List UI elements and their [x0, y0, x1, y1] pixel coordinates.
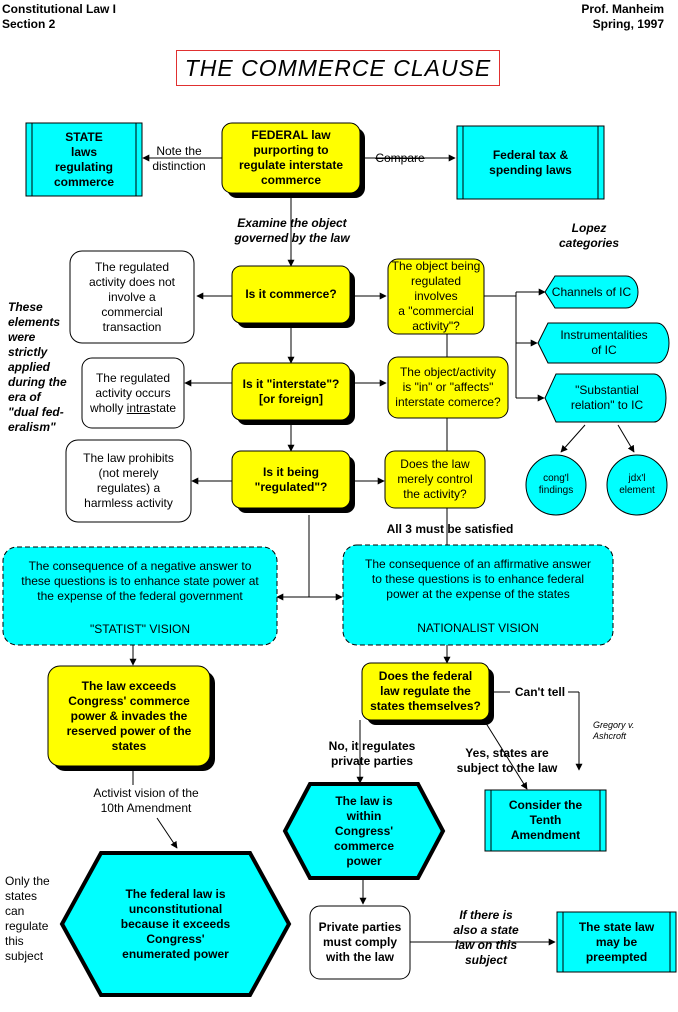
- not-commercial-box: [69, 250, 195, 344]
- in-or-affects-text: The object/activity is "in" or "affects"…: [395, 365, 501, 409]
- state-laws-text: STATE laws regulating commerce: [53, 129, 115, 189]
- merely-control-box: [384, 450, 486, 509]
- all-three-label: All 3 must be satisfied: [386, 521, 514, 536]
- tenth-text: Consider the Tenth Amendment: [508, 798, 583, 842]
- not-commercial-text: The regulated activity does not involve …: [88, 259, 176, 334]
- commercial-activity-box: [387, 258, 485, 335]
- arrow-to-element: [617, 424, 635, 453]
- regulate-states-box: [361, 662, 490, 721]
- within-power-text: The law is within Congress' commerce pow…: [333, 793, 395, 868]
- substantial-text: "Substantial relation" to IC: [570, 383, 644, 412]
- intrastate-text: The regulated activity occurs wholly int…: [82, 358, 184, 428]
- within-power-hex: [282, 782, 446, 880]
- strictly-applied-label: These elements were strictly applied dur…: [8, 300, 67, 434]
- preempted-box: [556, 911, 677, 973]
- instrumentalities-shape: [537, 322, 670, 364]
- nationalist-text: The consequence of an affirmative answer…: [365, 556, 591, 601]
- course-line-1: Constitutional Law I: [2, 2, 116, 16]
- compare-label: Compare: [375, 150, 425, 165]
- instrumentalities-text: Instrumentalities of IC: [560, 328, 648, 357]
- in-or-affects-box: [387, 356, 509, 419]
- statist-box: [2, 546, 278, 646]
- regulate-states-text: Does the federal law regulate the states…: [370, 669, 481, 713]
- is-commerce-text: Is it commerce?: [245, 287, 337, 301]
- nationalist-label: NATIONALIST VISION: [417, 620, 539, 635]
- state-law-subject-label: If there is also a state law on this sub…: [453, 908, 519, 967]
- only-states-label: Only the states can regulate this subjec…: [5, 874, 50, 963]
- is-commerce-box: [231, 265, 351, 324]
- federal-law-box: [221, 122, 361, 194]
- findings-circle: [525, 454, 587, 516]
- statist-label: "STATIST" VISION: [89, 621, 191, 636]
- federal-tax-box: [456, 125, 605, 200]
- state-laws-box: [25, 122, 143, 197]
- professor-info: Prof. Manheim Spring, 1997: [581, 2, 664, 32]
- tenth-box: [484, 789, 607, 852]
- findings-text: cong'l findings: [538, 473, 574, 496]
- is-regulated-text: Is it being "regulated"?: [254, 464, 328, 494]
- substantial-shape: [544, 373, 667, 423]
- yes-states-label: Yes, states are subject to the law: [456, 746, 558, 775]
- private-comply-text: Private parties must comply with the law: [318, 920, 402, 964]
- cant-tell-label: Can't tell: [514, 684, 566, 699]
- is-interstate-text: Is it "interstate"? [or foreign]: [242, 376, 340, 406]
- intrastate-text-post: state: [150, 400, 177, 415]
- arrow-to-tenth: [483, 719, 528, 790]
- intrastate-text-underlined: intra: [126, 400, 150, 415]
- exceeds-text: The law exceeds Congress' commerce power…: [66, 678, 192, 753]
- element-text: jdx'l element: [619, 473, 655, 496]
- nationalist-box: [342, 544, 614, 646]
- prohibits-text: The law prohibits (not merely regulates)…: [83, 451, 174, 510]
- lopez-label: Lopez categories: [558, 221, 620, 250]
- channels-text: Channels of IC: [551, 284, 632, 299]
- federal-tax-text: Federal tax & spending laws: [489, 147, 572, 177]
- examine-label: Examine the object governed by the law: [234, 216, 350, 245]
- private-comply-box: [309, 905, 411, 980]
- arrow-to-unconstitutional: [156, 817, 178, 849]
- gregory-label: Gregory v. Ashcroft: [593, 720, 635, 741]
- intrastate-text-pre: The regulated activity occurs wholly: [89, 370, 171, 415]
- commercial-activity-text: The object being regulated involves a "c…: [391, 259, 481, 333]
- page-title: THE COMMERCE CLAUSE: [176, 50, 500, 86]
- no-private-label: No, it regulates private parties: [328, 739, 416, 768]
- activist-label: Activist vision of the 10th Amendment: [93, 786, 199, 815]
- prof-line-1: Prof. Manheim: [581, 2, 664, 16]
- prohibits-box: [65, 439, 192, 523]
- preempted-text: The state law may be preempted: [578, 919, 655, 964]
- prof-line-2: Spring, 1997: [592, 17, 664, 31]
- course-line-2: Section 2: [2, 17, 56, 31]
- merely-control-text: Does the law merely control the activity…: [397, 457, 473, 501]
- exceeds-box: [47, 665, 211, 767]
- channels-shape: [544, 275, 639, 309]
- course-info: Constitutional Law I Section 2: [2, 2, 116, 32]
- shapes: [2, 122, 677, 997]
- statist-text: The consequence of a negative answer to …: [21, 558, 259, 603]
- connectors: [129, 154, 635, 946]
- unconstitutional-text: The federal law is unconstitutional beca…: [120, 886, 231, 961]
- note-distinction-label: Note the distinction: [152, 144, 206, 173]
- intrastate-box: [81, 357, 185, 429]
- unconstitutional-hex: [59, 851, 292, 997]
- federal-law-text: FEDERAL law purporting to regulate inter…: [238, 128, 344, 187]
- is-interstate-box: [231, 362, 351, 421]
- element-circle: [606, 454, 668, 516]
- arrow-to-findings: [560, 424, 586, 453]
- is-regulated-box: [231, 450, 351, 509]
